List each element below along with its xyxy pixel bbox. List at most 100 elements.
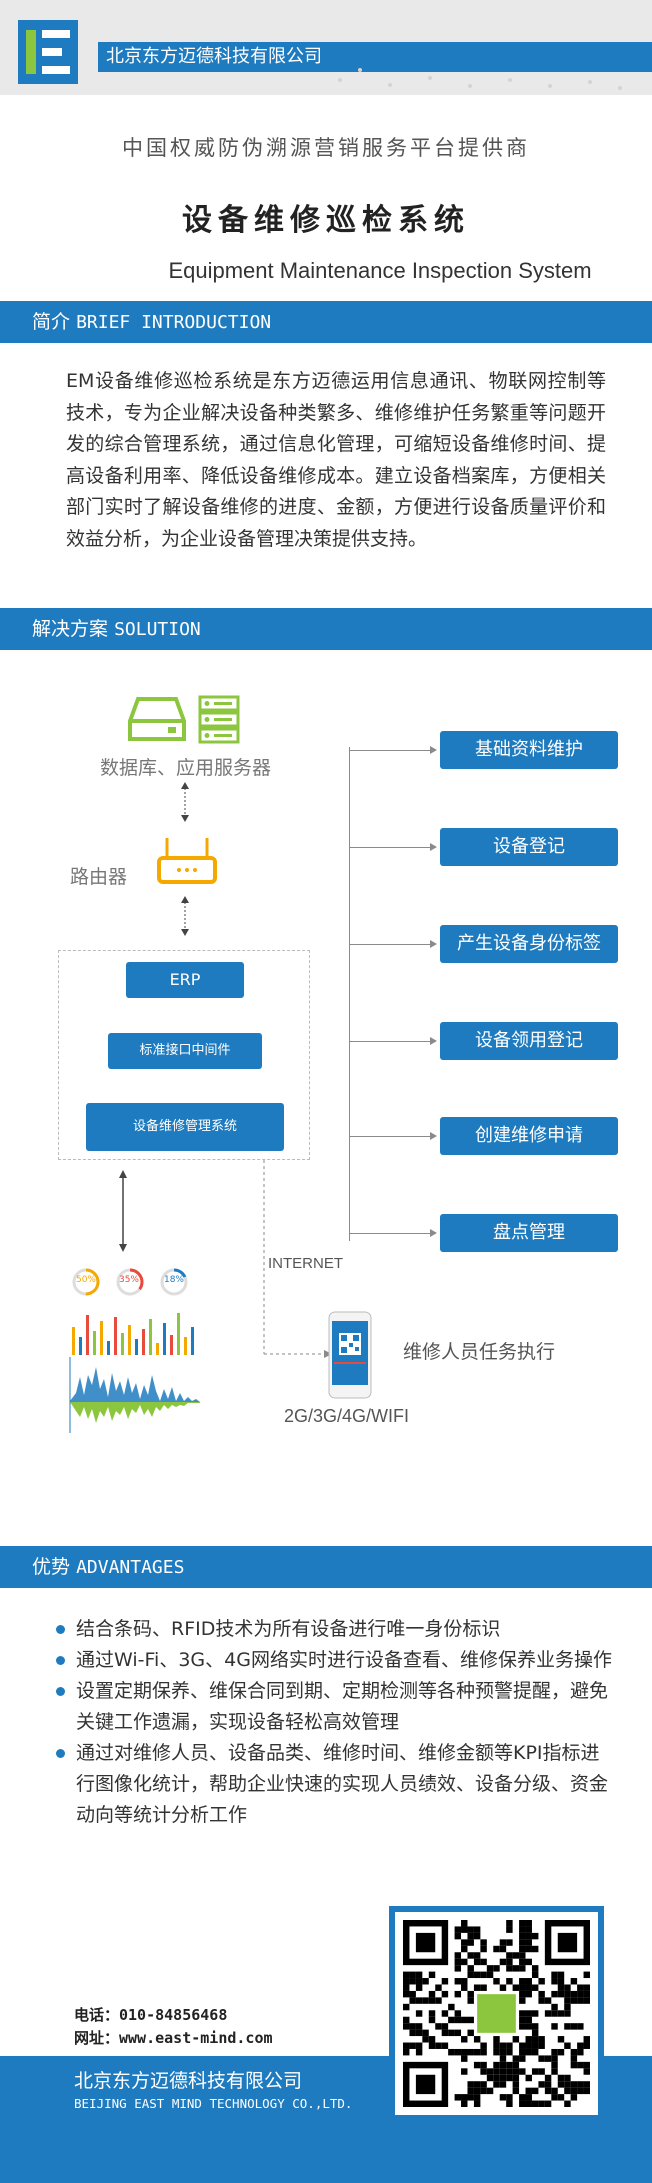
qr-module xyxy=(519,1984,526,1991)
decor-bar xyxy=(177,1313,180,1355)
qr-module xyxy=(493,2036,500,2043)
intro-section-header: 简介 BRIEF INTRODUCTION xyxy=(0,301,652,343)
footer-company-en: BEIJING EAST MIND TECHNOLOGY CO.,LTD. xyxy=(74,2096,353,2111)
connector-line xyxy=(349,1233,431,1234)
middleware-block: 标准接口中间件 xyxy=(108,1033,262,1069)
qr-module xyxy=(531,2023,539,2030)
qr-module xyxy=(564,2081,571,2088)
qr-module xyxy=(493,2061,500,2069)
qr-module xyxy=(473,2081,481,2088)
qr-finder xyxy=(415,1932,436,1953)
qr-module xyxy=(519,2042,526,2049)
qr-module xyxy=(538,1990,545,1998)
qr-module xyxy=(583,1984,590,1991)
qr-module xyxy=(519,2100,526,2107)
connector-line xyxy=(349,1136,431,1137)
qr-module xyxy=(570,2081,578,2088)
pie-label-3: 18% xyxy=(163,1275,184,1285)
qr-module xyxy=(544,2055,552,2062)
qr-module xyxy=(454,2048,462,2056)
qr-module xyxy=(428,1997,436,2004)
qr-module xyxy=(506,2094,513,2101)
qr-module xyxy=(570,2061,578,2069)
qr-module xyxy=(473,2048,481,2056)
qr-module xyxy=(403,2048,410,2056)
qr-module xyxy=(403,2016,410,2024)
qr-module xyxy=(435,1997,442,2004)
qr-module xyxy=(531,1932,539,1940)
qr-module xyxy=(570,1997,578,2004)
qr-module xyxy=(519,1997,526,2004)
contact-phone: 电话：010-84856468 xyxy=(74,2006,228,2024)
advantages-heading-en: ADVANTAGES xyxy=(76,1557,185,1578)
qr-module xyxy=(551,2048,558,2056)
qr-module xyxy=(499,2094,507,2101)
qr-module xyxy=(557,1990,565,1998)
qr-module xyxy=(519,2068,526,2075)
qr-module xyxy=(551,2023,558,2030)
qr-module xyxy=(519,1926,526,1933)
internet-label: INTERNET xyxy=(268,1255,343,1272)
qr-module xyxy=(551,2068,558,2075)
qr-module xyxy=(557,2094,565,2101)
decor-bar xyxy=(72,1327,75,1355)
qr-module xyxy=(403,1971,410,1979)
qr-module xyxy=(467,1952,474,1959)
qr-module xyxy=(506,1926,513,1933)
qr-module xyxy=(403,1984,410,1991)
arrow-icon xyxy=(430,746,437,754)
qr-module xyxy=(415,2029,423,2037)
qr-module xyxy=(441,2023,449,2030)
qr-module xyxy=(557,2010,565,2017)
qr-module xyxy=(480,1984,487,1991)
qr-module xyxy=(538,1978,545,1985)
qr-module xyxy=(422,1997,429,2004)
qr-module xyxy=(538,2081,545,2088)
bullet-icon xyxy=(56,1656,65,1665)
qr-module xyxy=(525,1932,532,1940)
arrow-icon xyxy=(430,843,437,851)
qr-module xyxy=(486,2068,494,2075)
qr-module xyxy=(525,1945,532,1953)
qr-module xyxy=(519,2048,526,2056)
qr-module xyxy=(531,2036,539,2043)
router-label: 路由器 xyxy=(70,866,128,888)
qr-module xyxy=(551,2061,558,2069)
qr-module xyxy=(415,2048,423,2056)
qr-module xyxy=(499,1958,507,1966)
qr-module xyxy=(525,1978,532,1985)
qr-center-logo xyxy=(477,1994,516,2033)
qr-module xyxy=(473,2087,481,2095)
qr-module xyxy=(512,1952,520,1959)
qr-module xyxy=(409,1997,416,2004)
qr-module xyxy=(454,1926,462,1933)
qr-module xyxy=(538,2068,545,2075)
qr-module xyxy=(570,1978,578,1985)
connector-line xyxy=(349,1041,431,1042)
qr-module xyxy=(499,2074,507,2082)
qr-module xyxy=(583,2068,590,2075)
advantage-text: 结合条码、RFID技术为所有设备进行唯一身份标识 xyxy=(76,1618,501,1640)
qr-module xyxy=(415,1984,423,1991)
qr-module xyxy=(531,1984,539,1991)
qr-module xyxy=(583,2061,590,2069)
qr-module xyxy=(435,2042,442,2049)
qr-module xyxy=(506,2048,513,2056)
qr-module xyxy=(583,2042,590,2049)
qr-module xyxy=(493,2081,500,2088)
arrow-icon xyxy=(430,1132,437,1140)
qr-module xyxy=(467,2081,474,2088)
qr-module xyxy=(570,2023,578,2030)
bullet-icon xyxy=(56,1749,65,1758)
network-label: 2G/3G/4G/WIFI xyxy=(284,1406,410,1426)
qr-module xyxy=(422,1978,429,1985)
qr-module xyxy=(564,1997,571,2004)
qr-module xyxy=(473,1932,481,1940)
qr-module xyxy=(551,2055,558,2062)
qr-module xyxy=(512,2036,520,2043)
qr-module xyxy=(461,1958,468,1966)
qr-module xyxy=(570,2048,578,2056)
qr-module xyxy=(493,2068,500,2075)
qr-module xyxy=(415,1997,423,2004)
qr-module xyxy=(467,2094,474,2101)
